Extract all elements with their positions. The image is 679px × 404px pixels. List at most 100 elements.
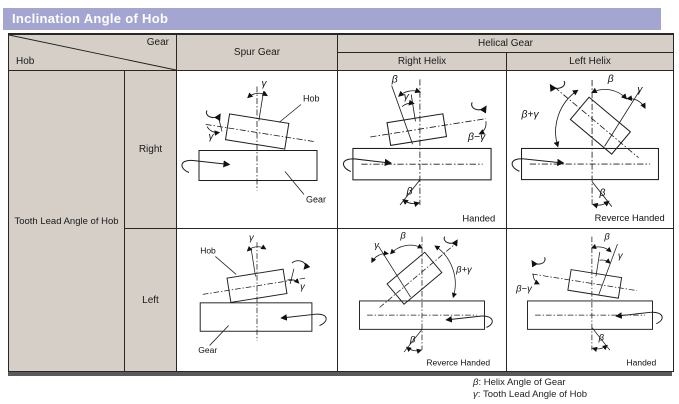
gamma-symbol: γ <box>473 388 478 400</box>
gear-label: Gear <box>198 345 217 355</box>
gamma-arc <box>371 250 389 264</box>
gear-rotation-arrow <box>342 158 393 172</box>
axis-angle-label: β+γ <box>521 109 540 120</box>
hob-group <box>379 242 457 308</box>
cell-left-helix-right: β γ β+γ β Reverce Handed <box>507 71 673 229</box>
diagram-right-helix-right: β γ β−γ β Handed <box>342 75 495 224</box>
cell-right-helix-left: γ β β+γ β Reverce Handed <box>338 229 507 371</box>
footnote-beta: β: Helix Angle of Gear <box>473 377 587 389</box>
hob-group <box>202 248 306 303</box>
handedness-caption: Reverce Handed <box>595 213 665 223</box>
cell-spur-right: γ γ Hob Gear <box>177 71 338 229</box>
gear-body <box>199 302 313 332</box>
beta-top-arc <box>591 87 628 100</box>
beta-bottom-label: β <box>405 187 412 198</box>
helix-line-top <box>391 85 413 145</box>
handedness-caption: Reverce Handed <box>426 357 490 367</box>
gamma-label: γ <box>618 250 624 261</box>
footnote-gamma-text: : Tooth Lead Angle of Hob <box>477 388 588 400</box>
hob-rotation-arrow <box>291 260 311 270</box>
axis-angle-label: β+γ <box>455 265 473 276</box>
axis-angle-label: β−γ <box>467 132 486 143</box>
beta-bottom-arc <box>591 200 610 209</box>
gamma-arc <box>401 99 415 107</box>
hob-group <box>532 252 637 299</box>
hob-body <box>386 113 448 147</box>
beta-bottom-arc <box>591 344 608 352</box>
beta-top-label: β <box>399 230 406 241</box>
row-group-header: Tooth Lead Angle of Hob <box>9 71 125 371</box>
axis-angle-label: β−γ <box>515 283 533 294</box>
row-label-left: Left <box>125 229 177 371</box>
gear-rotation-arrow <box>511 158 565 172</box>
col-header-spur-gear: Spur Gear <box>177 35 338 71</box>
hob-group <box>370 94 487 147</box>
gear-body <box>527 300 653 330</box>
col-header-helical-gear: Helical Gear <box>338 35 673 53</box>
gear-rotation-arrow <box>445 315 493 328</box>
beta-top-label: β <box>607 74 614 85</box>
gear-label: Gear <box>306 195 326 205</box>
hob-group <box>554 86 639 158</box>
hob-axis-line <box>205 123 315 142</box>
hob-leader-line <box>278 104 302 123</box>
cell-right-helix-right: β γ β−γ β Handed <box>338 71 507 229</box>
gamma-label: γ <box>374 240 380 251</box>
hob-cross-line <box>258 90 264 121</box>
hob-axis-line <box>202 277 306 295</box>
inclination-table: Gear Hob Spur Gear Helical Gear Right He… <box>8 33 674 372</box>
axis-angle-arc <box>434 245 458 299</box>
handedness-caption: Handed <box>626 357 656 367</box>
diagram-left-helix-left: β γ β−γ β Handed <box>515 231 663 367</box>
gear-leader-line <box>209 325 229 346</box>
hob-label: Hob <box>200 246 216 256</box>
gear-rotation-arrow <box>615 311 663 325</box>
hob-rotation-arrow <box>443 236 458 247</box>
beta-top-arc <box>398 87 422 97</box>
hob-rotation-arrow <box>531 257 546 268</box>
gamma-top-label: γ <box>262 79 268 90</box>
gamma-label: γ <box>637 84 643 95</box>
gamma-side-tick <box>289 268 295 284</box>
footnote-gamma: γ: Tooth Lead Angle of Hob <box>473 389 587 401</box>
helix-line-top <box>604 90 641 147</box>
gear-rotation-arrow <box>181 159 231 173</box>
gear-body <box>198 150 318 181</box>
diagonal-divider <box>9 35 176 70</box>
hob-axis-line <box>379 242 457 308</box>
gamma-side-arc <box>287 278 300 284</box>
hob-label: Hob <box>303 94 320 104</box>
hob-body <box>224 113 290 150</box>
page-title: Inclination Angle of Hob <box>3 8 661 30</box>
beta-top-arc <box>590 244 612 253</box>
hob-cross-line <box>595 252 601 277</box>
footnote-beta-text: : Helix Angle of Gear <box>478 377 566 388</box>
diagram-right-helix-left: γ β β+γ β Reverce Handed <box>359 230 493 367</box>
axis-angle-arc <box>478 121 487 135</box>
gamma-top-label: γ <box>249 232 255 243</box>
gamma-top-arc <box>247 90 268 99</box>
gamma-side-tick <box>217 115 223 132</box>
handedness-caption: Handed <box>462 213 495 224</box>
axis-angle-arc <box>553 89 579 148</box>
hob-leader-line <box>215 256 237 275</box>
beta-bottom-label: β <box>409 335 416 346</box>
gamma-side-label: γ <box>209 132 215 143</box>
row-label-right: Right <box>125 71 177 229</box>
hob-axis-line <box>532 273 637 291</box>
beta-bottom-arc <box>406 346 423 354</box>
hob-cross-line <box>250 248 256 277</box>
cell-left-helix-left: β γ β−γ β Handed <box>507 229 673 371</box>
hob-axis-line <box>554 86 639 158</box>
col-header-left-helix: Left Helix <box>507 53 673 71</box>
helix-line-top <box>598 244 618 296</box>
col-header-right-helix: Right Helix <box>338 53 507 71</box>
beta-symbol: β <box>473 377 479 388</box>
hob-axis-line <box>370 118 487 138</box>
hob-body <box>567 269 623 299</box>
cell-spur-left: γ γ Hob Gear <box>177 229 338 371</box>
beta-top-label: β <box>603 231 610 242</box>
beta-bottom-arc <box>402 199 420 207</box>
diagram-left-helix-right: β γ β+γ β Reverce Handed <box>511 74 665 223</box>
